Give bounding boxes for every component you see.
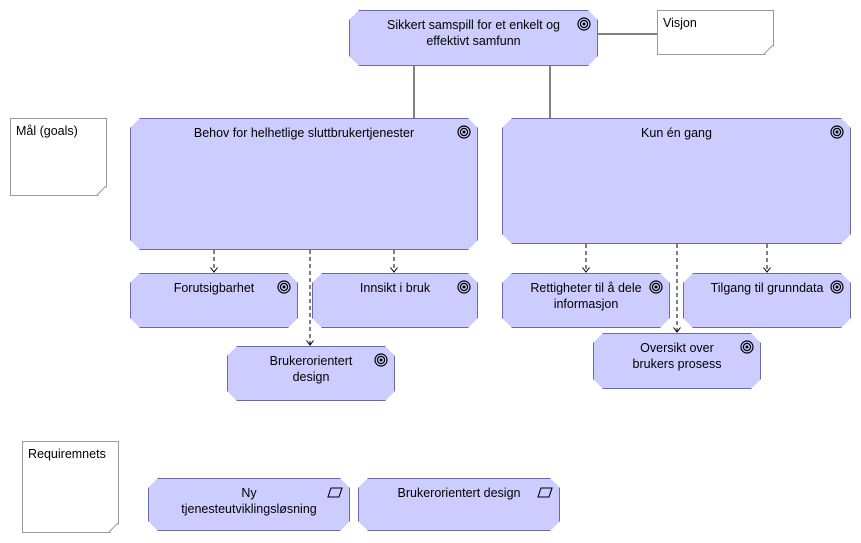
goal-icon xyxy=(374,353,388,367)
goal-vision[interactable]: Sikkert samspill for et enkelt og effekt… xyxy=(349,10,598,66)
note-visjon-text: Visjon xyxy=(663,16,697,30)
goal-icon xyxy=(457,280,471,294)
goal-tilgang-label: Tilgang til grunndata xyxy=(710,281,824,295)
note-fold-icon xyxy=(109,523,118,532)
note-fold-icon xyxy=(97,186,106,195)
goal-behov-label: Behov for helhetlige sluttbrukertjeneste… xyxy=(193,126,415,140)
goal-kun-en-gang[interactable]: Kun én gang xyxy=(502,118,851,244)
goal-tilgang-til-grunndata[interactable]: Tilgang til grunndata xyxy=(683,273,851,328)
requirement-brukerorientert-label: Brukerorientert design xyxy=(397,486,521,500)
goal-vision-label: Sikkert samspill for et enkelt og effekt… xyxy=(387,18,560,48)
requirement-ny-tjenesteutviklingslosning[interactable]: Ny tjenesteutviklingsløsning xyxy=(148,478,350,531)
note-requirements-text: Requiremnets xyxy=(28,447,106,461)
goal-innsikt-label: Innsikt i bruk xyxy=(359,281,431,295)
goal-icon xyxy=(277,280,291,294)
goal-icon xyxy=(457,125,471,139)
goal-rettigheter-label: Rettigheter til å dele informasjon xyxy=(530,281,642,311)
goal-brukerorientert-design[interactable]: Brukerorientert design xyxy=(227,346,395,401)
goal-icon xyxy=(830,125,844,139)
goal-kun-en-gang-label: Kun én gang xyxy=(641,126,712,140)
requirement-ny-label: Ny tjenesteutviklingsløsning xyxy=(181,486,317,516)
goal-icon xyxy=(830,280,844,294)
goal-rettigheter[interactable]: Rettigheter til å dele informasjon xyxy=(502,273,670,328)
goal-forutsigbarhet[interactable]: Forutsigbarhet xyxy=(130,273,298,328)
note-goals[interactable]: Mål (goals) xyxy=(10,118,107,196)
goal-icon xyxy=(740,340,754,354)
note-goals-text: Mål (goals) xyxy=(16,124,78,138)
goal-oversikt-over-brukers-prosess[interactable]: Oversikt over brukers prosess xyxy=(593,333,761,389)
goal-oversikt-label: Oversikt over brukers prosess xyxy=(632,341,722,371)
goal-brukerorientert-label: Brukerorientert design xyxy=(269,354,353,384)
note-requirements[interactable]: Requiremnets xyxy=(22,441,119,533)
note-visjon[interactable]: Visjon xyxy=(657,10,774,55)
goal-innsikt-i-bruk[interactable]: Innsikt i bruk xyxy=(312,273,478,328)
goal-icon xyxy=(649,280,663,294)
goal-behov[interactable]: Behov for helhetlige sluttbrukertjeneste… xyxy=(130,118,478,250)
goal-icon xyxy=(577,17,591,31)
note-fold-icon xyxy=(764,45,773,54)
requirement-icon xyxy=(327,487,343,498)
requirement-icon xyxy=(537,487,553,498)
requirement-brukerorientert-design[interactable]: Brukerorientert design xyxy=(358,478,560,531)
goal-forutsigbarhet-label: Forutsigbarhet xyxy=(173,281,255,295)
